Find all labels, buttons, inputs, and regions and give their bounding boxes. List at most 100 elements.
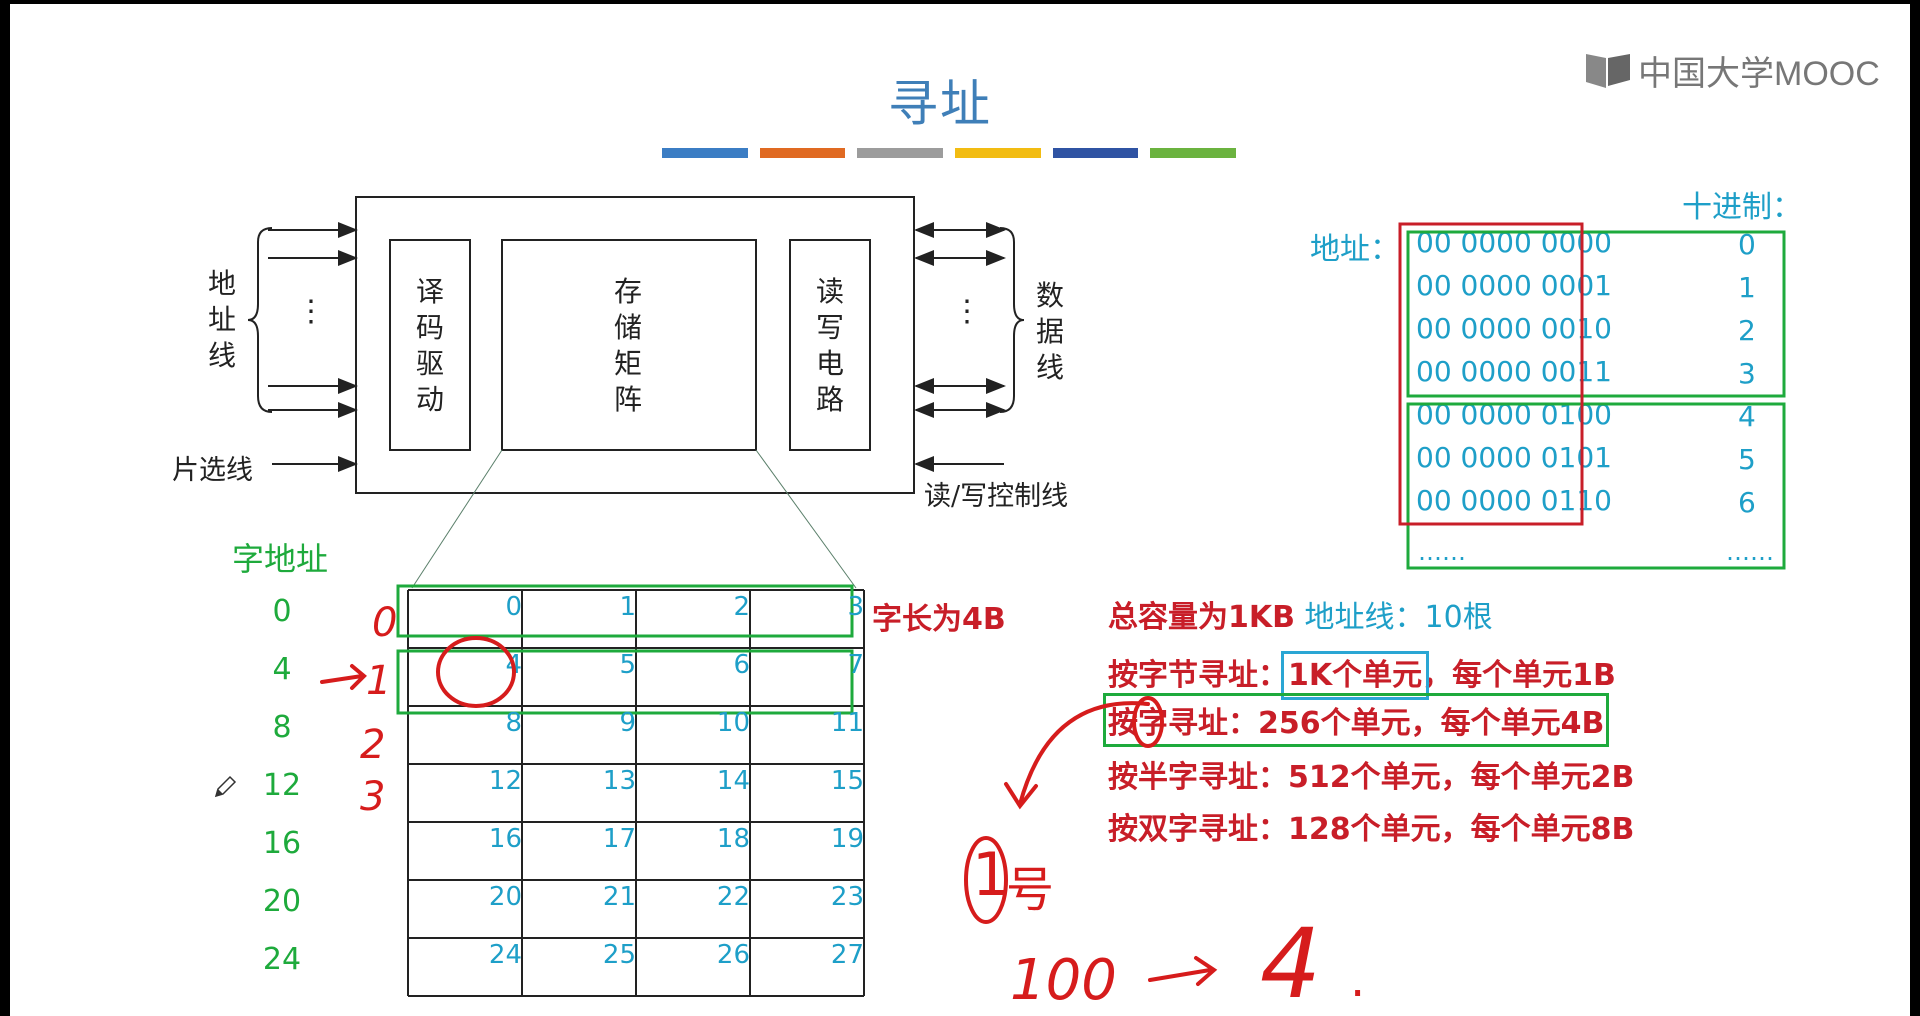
label-char: 数	[1035, 279, 1064, 312]
memory-cell: 18	[716, 824, 750, 854]
memory-cell: 8	[505, 708, 522, 738]
logo-text: 中国大学MOOC	[1638, 54, 1880, 93]
rw-control-label: 读/写控制线	[924, 481, 1069, 512]
binary-address: 00 0000 0011	[1416, 355, 1612, 388]
decimal-value: 5	[1738, 443, 1756, 476]
circle-around-zi	[1132, 696, 1164, 748]
word-1-highlight	[396, 649, 854, 715]
handwritten-row-number: 1	[366, 658, 392, 704]
decimal-value: 0	[1738, 228, 1756, 261]
arrow-100-to-4	[1148, 956, 1218, 986]
memory-cell: 13	[602, 766, 636, 796]
mooc-book-icon	[1586, 54, 1630, 88]
label-char: 驱	[415, 347, 444, 380]
page-title: 寻址	[888, 75, 992, 133]
doubleword-addressing-line: 按双字寻址：128个单元，每个单元8B	[1108, 812, 1635, 847]
data-brace	[999, 227, 1025, 413]
memory-block-diagram	[247, 196, 1025, 589]
label-char: 码	[415, 311, 444, 344]
word-address: 16	[262, 826, 302, 861]
label-char: 写	[815, 311, 844, 344]
address-ellipsis-right: ……	[1726, 538, 1774, 566]
handwriting-strokes	[320, 636, 1218, 986]
handwritten-hao: 号	[1006, 862, 1055, 918]
high-bits-highlight	[1398, 222, 1584, 526]
handwritten-result-4: 4	[1260, 908, 1322, 1016]
label-char: 动	[415, 383, 444, 416]
decoder-label: 译 码 驱 动	[410, 274, 450, 418]
storage-matrix-box	[501, 239, 757, 451]
byte-addressing-units: 1K个单元	[1280, 651, 1430, 700]
title-color-bar	[662, 148, 748, 158]
memory-cell: 12	[488, 766, 522, 796]
handwritten-row-number: 0	[372, 600, 398, 646]
address-label: 地址：	[1310, 232, 1400, 267]
handwritten-dot: .	[1350, 952, 1366, 1008]
binary-address: 00 0000 0010	[1416, 312, 1612, 345]
label-char: 地	[207, 267, 236, 300]
memory-cell: 2	[733, 592, 750, 622]
memory-cell: 20	[488, 882, 522, 912]
memory-cell: 17	[602, 824, 636, 854]
address-ellipsis-left: ……	[1418, 538, 1466, 566]
handwritten-row-number: 2	[360, 722, 386, 768]
mooc-logo: 中国大学MOOC	[1584, 50, 1880, 93]
capacity-text: 总容量为1KB	[1108, 600, 1295, 635]
memory-cell: 23	[830, 882, 864, 912]
decimal-value: 3	[1738, 357, 1756, 390]
memory-cell: 15	[830, 766, 864, 796]
memory-cell: 9	[619, 708, 636, 738]
label-char: 阵	[613, 383, 642, 416]
word-1-address-box	[1406, 402, 1786, 570]
memory-cell: 6	[733, 650, 750, 680]
label-char: 路	[815, 383, 844, 416]
decoder-box	[389, 239, 471, 451]
label-char: 储	[613, 311, 642, 344]
memory-cell: 1	[619, 592, 636, 622]
word-address-header: 字地址	[232, 540, 329, 578]
address-lines-text: 地址线：10根	[1304, 600, 1493, 635]
title-color-bar	[1150, 148, 1237, 158]
title-color-bar	[1052, 148, 1139, 158]
word-addressing-line: 按字寻址：256个单元，每个单元4B	[1102, 693, 1610, 747]
data-ellipsis: ⋮	[952, 294, 982, 329]
memory-cell: 21	[602, 882, 636, 912]
memory-cell: 3	[847, 592, 864, 622]
word-address: 20	[262, 884, 302, 919]
circle-around-1	[964, 836, 1008, 924]
decimal-value: 6	[1738, 486, 1756, 519]
memory-cell: 19	[830, 824, 864, 854]
byte-addressing-suffix: ，每个单元1B	[1422, 658, 1616, 693]
memory-cell: 14	[716, 766, 750, 796]
title-color-bars	[662, 148, 1237, 158]
circle-around-4	[436, 636, 516, 708]
byte-addressing-prefix: 按字节寻址：	[1108, 658, 1288, 693]
word-address: 0	[272, 594, 292, 629]
memory-cell: 24	[488, 940, 522, 970]
capacity-line: 总容量为1KB 地址线：10根	[1108, 592, 1493, 636]
memory-cell: 26	[716, 940, 750, 970]
memory-cell: 22	[716, 882, 750, 912]
decimal-header: 十进制：	[1682, 190, 1802, 225]
byte-addressing-line: 按字节寻址：1K个单元，每个单元1B	[1108, 650, 1616, 700]
memory-cell: 0	[505, 592, 522, 622]
rw-circuit-box	[789, 239, 871, 451]
word-address: 24	[262, 942, 302, 977]
memory-cell: 16	[488, 824, 522, 854]
memory-cell: 11	[830, 708, 864, 738]
curved-arrow-head	[1004, 782, 1038, 810]
memory-chip-outline	[355, 196, 915, 494]
label-char: 址	[207, 303, 236, 336]
handwritten-one: 1	[972, 840, 1011, 910]
handwritten-row-number: 3	[360, 774, 386, 820]
storage-matrix-label: 存 储 矩 阵	[608, 274, 648, 418]
label-char: 读	[815, 275, 844, 308]
title-color-bar	[955, 148, 1041, 158]
word-0-address-box	[1406, 230, 1786, 398]
memory-cell: 7	[847, 650, 864, 680]
word-address: 8	[272, 710, 292, 745]
label-char: 译	[415, 275, 444, 308]
address-table-boxes	[1398, 222, 1786, 570]
memory-cell: 5	[619, 650, 636, 680]
word-address: 12	[262, 768, 302, 803]
